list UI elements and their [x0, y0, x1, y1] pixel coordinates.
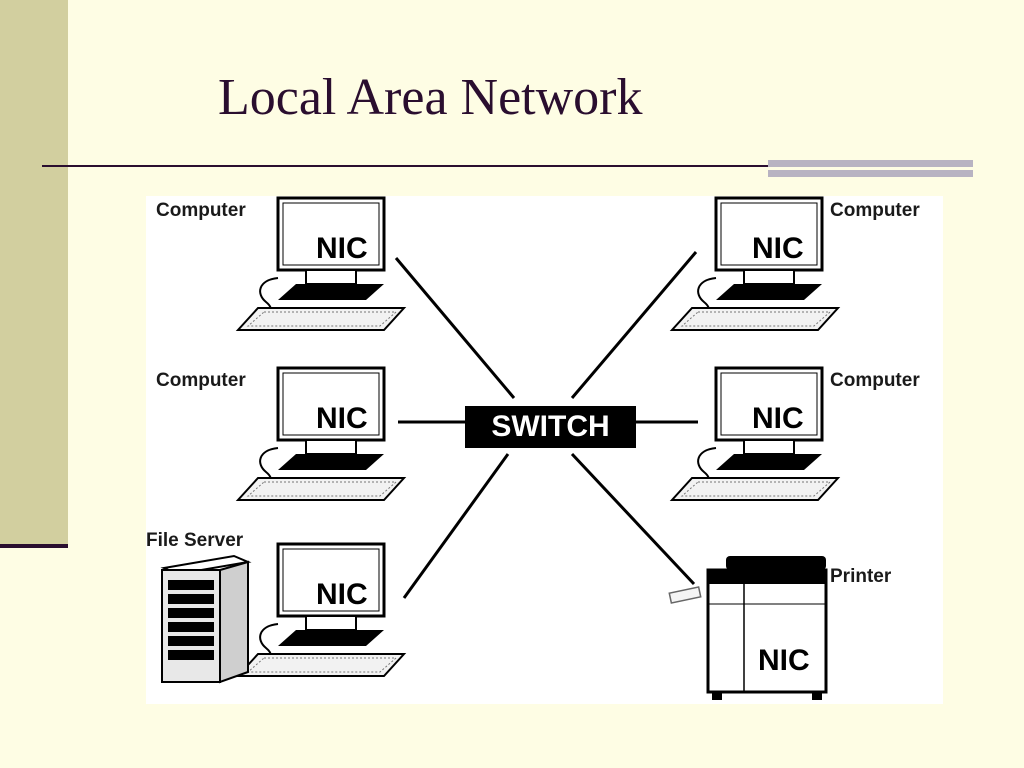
nic-label-computer-middle-left: NIC	[316, 402, 368, 435]
label-computer-top-left: Computer	[156, 200, 246, 221]
printer-icon	[668, 556, 828, 700]
nic-label-printer: NIC	[758, 644, 810, 677]
diagram-graphics	[160, 196, 840, 700]
sidebar-band	[0, 0, 68, 548]
connection-lines	[394, 251, 698, 599]
label-printer: Printer	[830, 566, 892, 587]
network-diagram: Computer Computer File Server Computer C…	[146, 196, 943, 704]
nic-label-computer-middle-right: NIC	[752, 402, 804, 435]
label-file-server: File Server	[146, 530, 244, 551]
nic-label-computer-top-right: NIC	[752, 232, 804, 265]
sidebar-rule	[0, 544, 68, 548]
switch-box	[465, 406, 636, 448]
server-tower-icon	[160, 554, 252, 684]
title-rule-accent	[768, 160, 973, 178]
label-computer-top-right: Computer	[830, 200, 920, 221]
nic-label-file-server: NIC	[316, 578, 368, 611]
slide-title: Local Area Network	[218, 69, 643, 126]
switch-label: SWITCH	[491, 410, 610, 443]
label-computer-middle-right: Computer	[830, 370, 920, 391]
nic-label-computer-top-left: NIC	[316, 232, 368, 265]
label-computer-middle-left: Computer	[156, 370, 246, 391]
title-rule	[42, 165, 768, 167]
